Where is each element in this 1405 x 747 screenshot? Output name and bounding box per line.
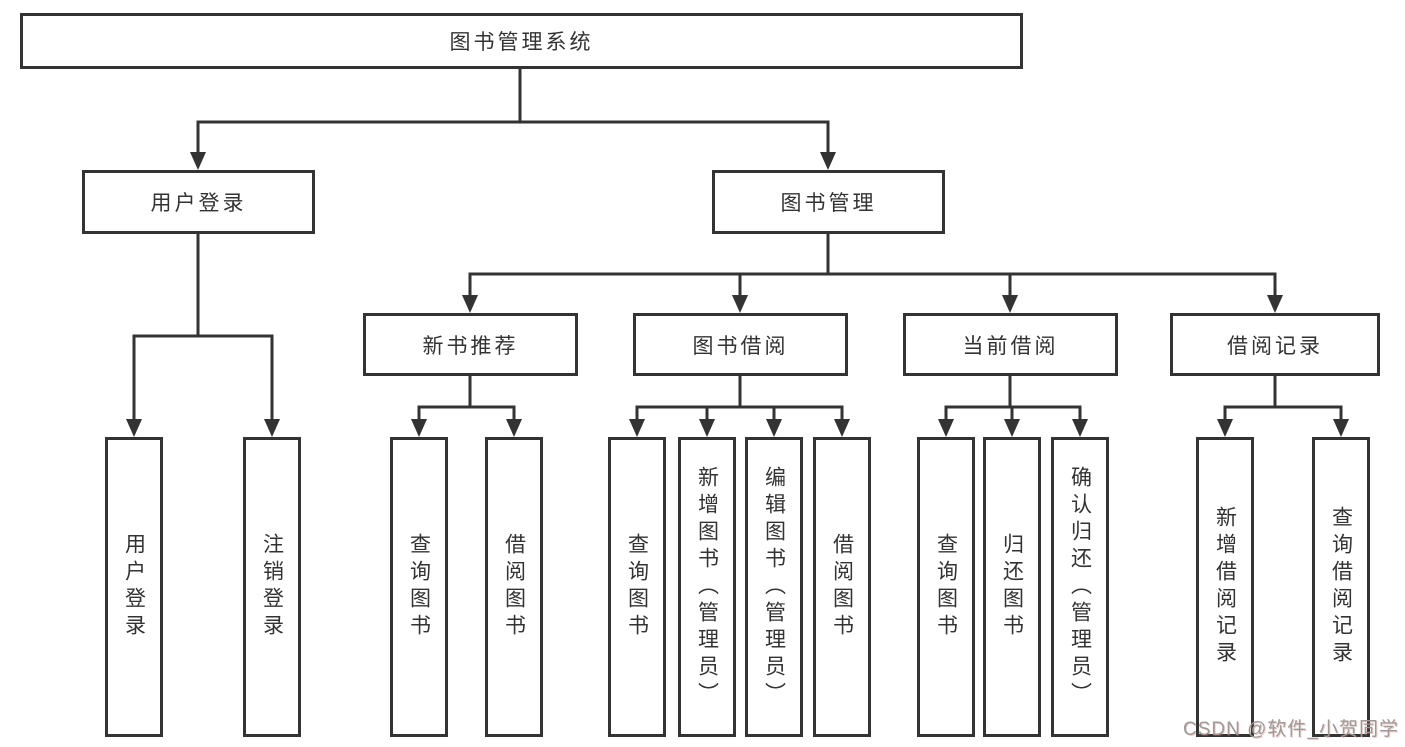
- leaf-borrow-borrow-books: 借阅图书: [813, 437, 871, 737]
- node-borrow-records: 借阅记录: [1170, 313, 1380, 376]
- node-label: 借阅图书: [502, 533, 526, 641]
- node-label: 查询图书: [407, 533, 431, 641]
- leaf-user-login: 用户登录: [105, 437, 163, 737]
- node-label: 当前借阅: [962, 334, 1059, 358]
- node-label: 借阅记录: [1227, 334, 1323, 358]
- node-label: 编辑图书（管理员）: [762, 465, 786, 709]
- leaf-current-query-books: 查询图书: [917, 437, 975, 737]
- node-current-borrow: 当前借阅: [903, 313, 1118, 376]
- leaf-newbook-query-books: 查询图书: [390, 437, 448, 737]
- node-book-borrow: 图书借阅: [633, 313, 848, 376]
- watermark: CSDN @软件_小贺同学: [1183, 719, 1399, 740]
- node-label: 用户登录: [150, 192, 247, 215]
- leaf-current-return-books: 归还图书: [983, 437, 1041, 737]
- node-label: 图书管理: [780, 192, 877, 215]
- leaf-newbook-borrow-books: 借阅图书: [485, 437, 543, 737]
- node-label: 借阅图书: [830, 533, 854, 641]
- leaf-borrow-query-books: 查询图书: [608, 437, 666, 737]
- leaf-logout: 注销登录: [243, 437, 301, 737]
- leaf-borrow-edit-books-admin: 编辑图书（管理员）: [745, 437, 803, 737]
- node-label: 新书推荐: [422, 334, 519, 358]
- node-label: 查询借阅记录: [1329, 506, 1353, 668]
- node-label: 注销登录: [260, 533, 284, 641]
- node-label: 确认归还（管理员）: [1068, 465, 1092, 709]
- leaf-current-confirm-return-admin: 确认归还（管理员）: [1051, 437, 1109, 737]
- node-label: 用户登录: [122, 533, 146, 641]
- node-user-login: 用户登录: [82, 170, 315, 234]
- node-library-management-system: 图书管理系统: [20, 13, 1023, 69]
- node-new-book-recommend: 新书推荐: [363, 313, 578, 376]
- node-label: 查询图书: [934, 533, 958, 641]
- node-book-management: 图书管理: [712, 170, 945, 234]
- node-label: 新增借阅记录: [1213, 506, 1237, 668]
- node-label: 查询图书: [625, 533, 649, 641]
- node-label: 新增图书（管理员）: [695, 465, 719, 709]
- leaf-records-add-record: 新增借阅记录: [1196, 437, 1254, 737]
- node-label: 图书借阅: [692, 334, 789, 358]
- leaf-borrow-add-books-admin: 新增图书（管理员）: [678, 437, 736, 737]
- leaf-records-query-record: 查询借阅记录: [1312, 437, 1370, 737]
- arrowheads: [126, 152, 1349, 437]
- node-label: 归还图书: [1000, 533, 1024, 641]
- node-label: 图书管理系统: [449, 31, 594, 54]
